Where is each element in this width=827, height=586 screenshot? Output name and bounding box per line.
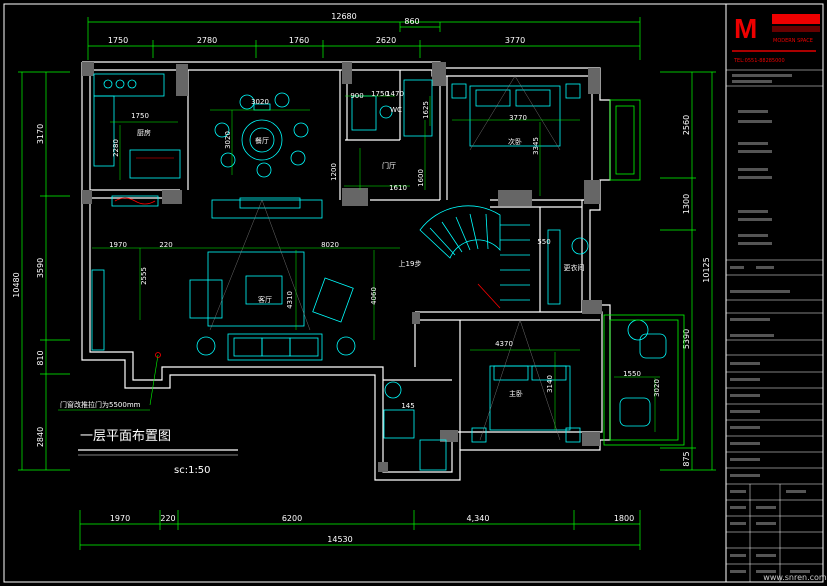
inner-dim-7: 1625 bbox=[422, 101, 430, 119]
note-marker bbox=[155, 352, 161, 358]
dim-top-seg-2: 2780 bbox=[197, 36, 217, 45]
inner-dimensions bbox=[92, 95, 660, 432]
dim-top-total: 12680 bbox=[331, 12, 356, 21]
inner-dim-17: 4310 bbox=[286, 291, 294, 309]
inner-dim-20: 4370 bbox=[495, 340, 513, 348]
inner-dim-15: 8020 bbox=[321, 241, 339, 249]
walls bbox=[81, 61, 611, 481]
dim-bottom-seg-2: 220 bbox=[160, 514, 175, 523]
dim-left-seg-3: 810 bbox=[36, 350, 45, 365]
logo-brand: MODERN SPACE bbox=[773, 38, 813, 44]
inner-dim-22: 1550 bbox=[623, 370, 641, 378]
inner-dim-24: 145 bbox=[401, 402, 414, 410]
watermark: www.snren.com bbox=[763, 573, 827, 582]
inner-dim-11: 3770 bbox=[509, 114, 527, 122]
logo-mark: M bbox=[734, 13, 757, 44]
note-leader-line bbox=[149, 354, 159, 406]
inner-dim-14: 220 bbox=[159, 241, 172, 249]
dimension-lines bbox=[18, 17, 716, 550]
inner-dim-16: 2555 bbox=[140, 267, 148, 285]
inner-dim-10: 1600 bbox=[417, 169, 425, 187]
dim-bottom-seg-4: 4,340 bbox=[467, 514, 490, 523]
title-block-grid bbox=[726, 69, 823, 582]
furniture bbox=[91, 73, 667, 471]
dim-right-total: 10125 bbox=[702, 257, 711, 282]
note-glass-door: 门窗改推拉门为5500mm bbox=[60, 400, 141, 409]
plan-title: 一层平面布置图 bbox=[80, 429, 171, 444]
inner-dim-4: 3020 bbox=[224, 131, 232, 149]
inner-dim-2: 2280 bbox=[112, 139, 120, 157]
red-ornament bbox=[114, 197, 156, 205]
logo-tel: TEL:0551-88285000 bbox=[733, 58, 785, 64]
dim-left-seg-2: 3590 bbox=[36, 258, 45, 278]
room-wc: WC bbox=[390, 106, 402, 114]
dim-top-seg-1: 1750 bbox=[108, 36, 128, 45]
plan-scale: sc:1:50 bbox=[174, 465, 211, 476]
dim-top-seg-4: 2620 bbox=[376, 36, 396, 45]
company-logo: M MODERN SPACE TEL:0551-88285000 bbox=[732, 13, 820, 64]
bay-windows bbox=[603, 99, 685, 446]
logo-banner bbox=[772, 14, 820, 24]
inner-dim-13: 1970 bbox=[109, 241, 127, 249]
inner-dim-6: 1470 bbox=[386, 90, 404, 98]
red-arrow-stair bbox=[477, 283, 501, 309]
dim-bottom-seg-3: 6200 bbox=[282, 514, 302, 523]
inner-dim-8: 1200 bbox=[330, 163, 338, 181]
room-kitchen: 厨房 bbox=[137, 128, 151, 137]
inner-dim-18: 4060 bbox=[370, 287, 378, 305]
inner-dim-12: 3345 bbox=[532, 137, 540, 155]
room-hall: 门厅 bbox=[382, 161, 396, 170]
dim-left-seg-4: 2840 bbox=[36, 427, 45, 447]
dim-right-seg-3: 5390 bbox=[682, 329, 691, 349]
room-living: 客厅 bbox=[258, 295, 272, 304]
logo-subbanner bbox=[772, 26, 820, 32]
dim-bottom-total: 14530 bbox=[327, 535, 352, 544]
title-block-text-blocks bbox=[730, 74, 810, 573]
dim-bottom-seg-5: 1800 bbox=[614, 514, 634, 523]
light-lines bbox=[209, 75, 561, 441]
dim-left-seg-1: 3170 bbox=[36, 124, 45, 144]
dim-top-seg-5: 3770 bbox=[505, 36, 525, 45]
inner-dim-5: 900 bbox=[350, 92, 363, 100]
inner-dim-3: 3020 bbox=[251, 98, 269, 106]
dim-top-seg-3: 1760 bbox=[289, 36, 309, 45]
dim-right-seg-4: 875 bbox=[682, 451, 691, 466]
room-stair: 上19步 bbox=[399, 259, 422, 268]
room-master: 主卧 bbox=[509, 389, 523, 398]
drawing-frame bbox=[3, 3, 824, 583]
dim-bottom-seg-1: 1970 bbox=[110, 514, 130, 523]
dim-right-seg-1: 2560 bbox=[682, 115, 691, 135]
inner-dim-21: 3140 bbox=[546, 375, 554, 393]
wall-hatch bbox=[82, 62, 602, 472]
inner-dim-9: 1610 bbox=[389, 184, 407, 192]
inner-dim-25: 1750 bbox=[371, 90, 389, 98]
inner-dim-1: 1750 bbox=[131, 112, 149, 120]
inner-dim-19: 550 bbox=[537, 238, 550, 246]
dim-left-total: 10480 bbox=[12, 272, 21, 297]
room-closet: 更衣间 bbox=[564, 263, 585, 272]
room-bedroom2: 次卧 bbox=[508, 137, 522, 146]
inner-dim-23: 3020 bbox=[653, 379, 661, 397]
logo-slogan bbox=[732, 50, 816, 52]
dim-top-extra: 860 bbox=[404, 17, 419, 26]
dim-right-seg-2: 1300 bbox=[682, 194, 691, 214]
room-dining: 餐厅 bbox=[255, 136, 269, 145]
